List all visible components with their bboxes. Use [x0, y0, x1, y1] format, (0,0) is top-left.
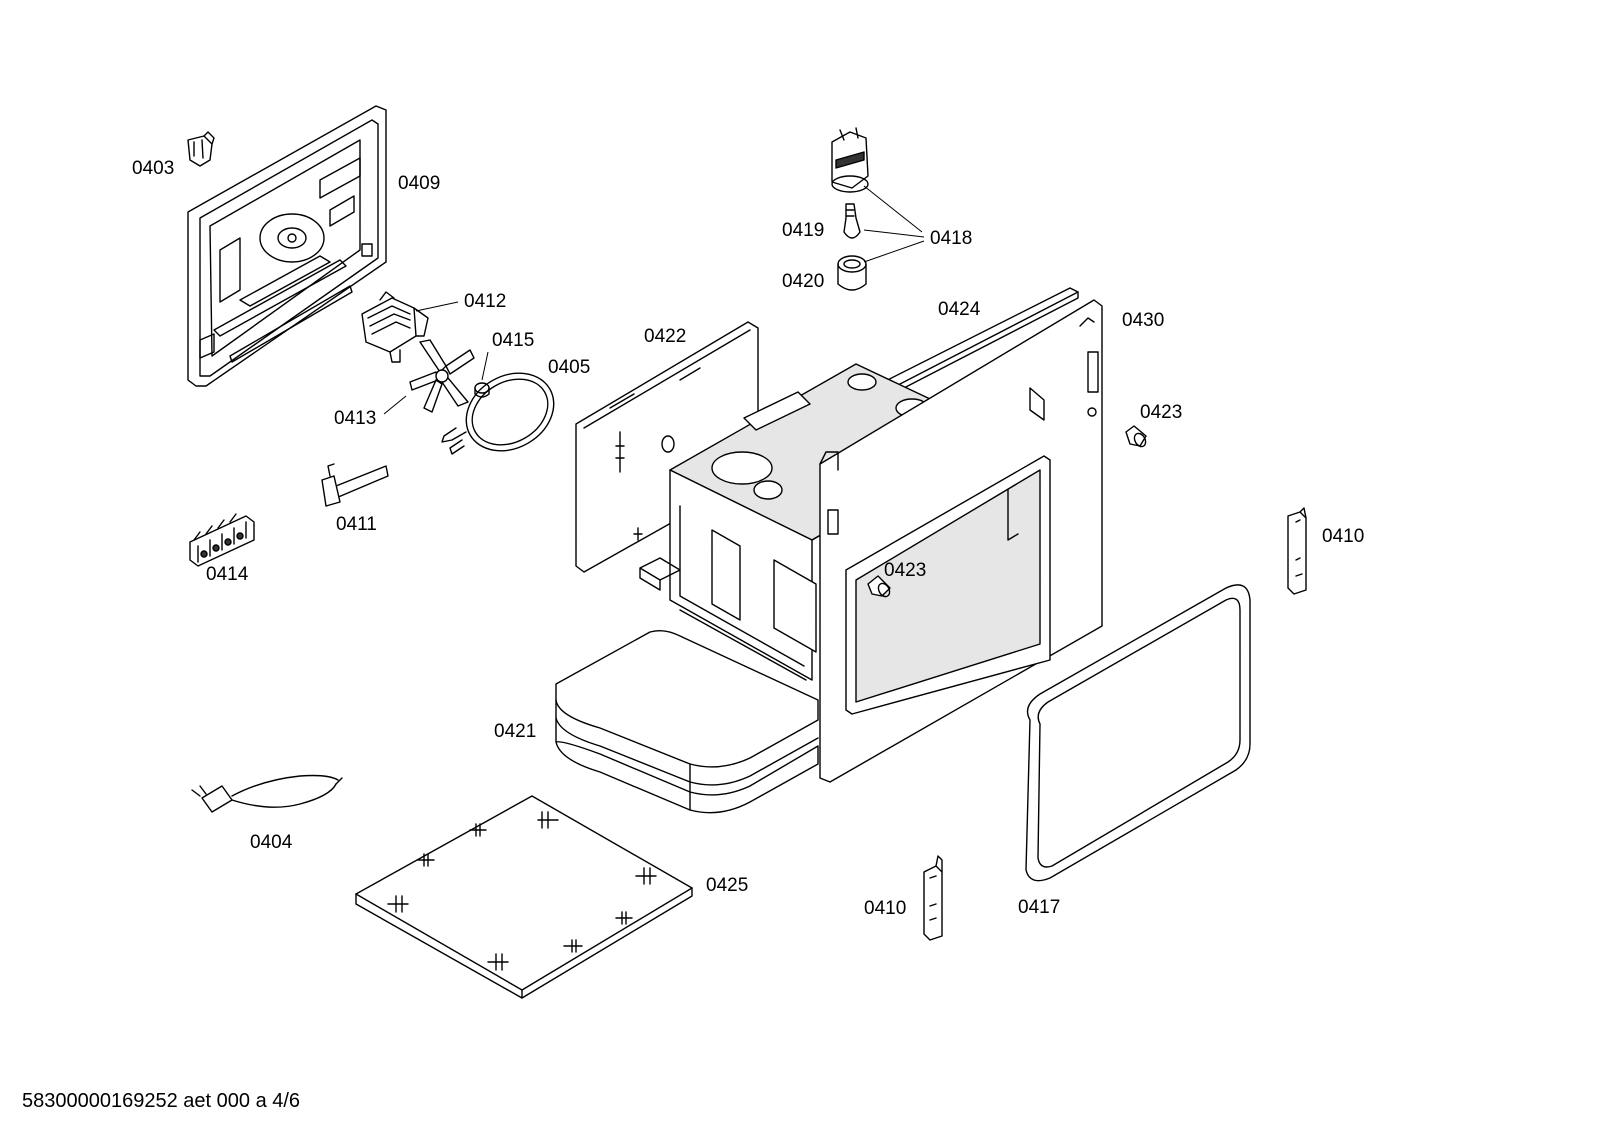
part-0412-fan-motor — [361, 291, 429, 363]
label-0404: 0404 — [250, 832, 293, 853]
part-0405-ring-heater — [441, 372, 555, 455]
label-0410-right: 0410 — [1322, 526, 1364, 547]
label-0411: 0411 — [336, 514, 377, 535]
part-0420-lamp-cover — [837, 255, 867, 291]
label-0412: 0412 — [464, 291, 506, 312]
part-0414-terminal-block — [189, 513, 255, 567]
label-0423-center: 0423 — [884, 560, 926, 581]
part-0415-nut — [474, 382, 490, 398]
part-0413-fan-blade — [409, 339, 475, 413]
label-0403: 0403 — [132, 158, 174, 179]
part-0417-door-gasket — [1025, 584, 1251, 882]
label-0415: 0415 — [492, 330, 534, 351]
label-0420: 0420 — [782, 271, 824, 292]
label-0421: 0421 — [494, 721, 536, 742]
label-0424: 0424 — [938, 299, 981, 320]
part-0410-hinge-bottom — [923, 855, 943, 941]
label-0423-right: 0423 — [1140, 402, 1182, 423]
part-0411-sensor-bracket — [321, 463, 389, 507]
part-0404-power-cord — [191, 774, 343, 813]
part-0409-rear-panel — [187, 105, 387, 387]
leader-lines — [383, 185, 925, 415]
label-0417: 0417 — [1018, 897, 1060, 918]
label-0430: 0430 — [1122, 310, 1164, 331]
part-0430-front-frame — [819, 299, 1103, 783]
label-0422: 0422 — [644, 326, 686, 347]
label-0405: 0405 — [548, 357, 590, 378]
label-0419: 0419 — [782, 220, 824, 241]
label-0414: 0414 — [206, 564, 249, 585]
part-0410-hinge-right — [1287, 507, 1307, 595]
part-0419-lamp-bulb — [843, 203, 861, 239]
label-0413: 0413 — [334, 408, 376, 429]
part-0425-bottom-plate — [355, 795, 693, 999]
label-0418: 0418 — [930, 228, 972, 249]
part-0418-lamp-housing — [831, 127, 869, 193]
label-0409: 0409 — [398, 173, 440, 194]
part-0421-insulation — [555, 629, 819, 814]
document-footer-id: 58300000169252 aet 000 a 4/6 — [22, 1090, 301, 1112]
part-0423-cap-center — [867, 575, 891, 598]
part-0423-cap-right — [1125, 425, 1147, 448]
part-0403-clip — [187, 131, 215, 167]
label-0425: 0425 — [706, 875, 748, 896]
label-0410-bottom: 0410 — [864, 898, 906, 919]
